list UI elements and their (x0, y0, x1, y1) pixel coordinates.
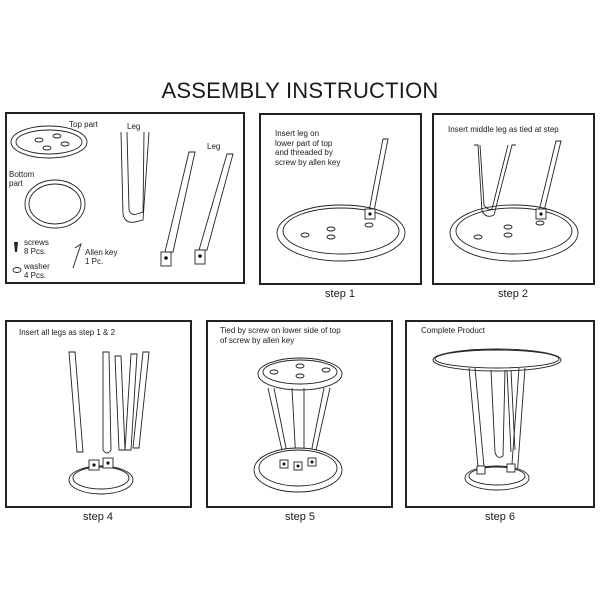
step-1-instruction: Insert leg on lower part of top and thre… (275, 129, 341, 167)
step-2-panel: Insert middle leg as tied at step (432, 113, 595, 285)
leg-label-2: Leg (207, 142, 221, 151)
step-6-instruction: Complete Product (421, 326, 486, 335)
step-6-label: step 6 (485, 511, 515, 523)
step-5-instruction: Tied by screw on lower side of top of sc… (220, 326, 341, 345)
step-4-illustration (68, 351, 150, 495)
bottom-part-label: Bottom part (9, 170, 35, 188)
parts-illustration (10, 125, 234, 273)
step-6-panel: Complete Product (405, 320, 595, 508)
step-2-instruction: Insert middle leg as tied at step (448, 125, 559, 134)
leg-label-1: Leg (127, 122, 141, 131)
screws-label: screws 8 Pcs. (24, 238, 49, 256)
top-part-label: Top part (69, 120, 98, 129)
page-title: ASSEMBLY INSTRUCTION (161, 78, 439, 103)
allen-key-label: Allen key 1 Pc. (85, 248, 118, 266)
washer-label: washer 4 Pcs. (24, 262, 50, 280)
parts-panel: Top part Leg Leg Bottom part screws 8 Pc… (5, 112, 245, 284)
step-4-label: step 4 (83, 511, 113, 523)
step-4-panel: Insert all legs as step 1 & 2 (5, 320, 192, 508)
step-5-illustration (253, 357, 343, 493)
step-1-panel: Insert leg on lower part of top and thre… (259, 113, 422, 285)
step-5-label: step 5 (285, 511, 315, 523)
step-5-panel: Tied by screw on lower side of top of sc… (206, 320, 393, 508)
step-2-illustration (449, 140, 579, 262)
step-2-label: step 2 (498, 288, 528, 300)
step-6-illustration (432, 348, 562, 491)
step-1-label: step 1 (325, 288, 355, 300)
step-4-instruction: Insert all legs as step 1 & 2 (19, 328, 116, 337)
step-1-illustration (276, 138, 406, 262)
